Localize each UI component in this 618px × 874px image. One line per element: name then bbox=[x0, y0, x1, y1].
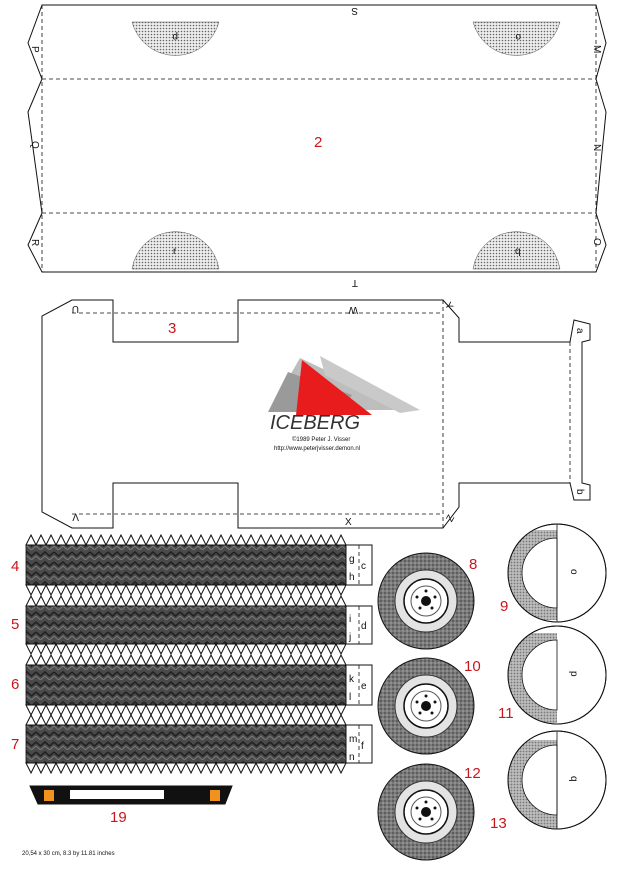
tab-label-e: e bbox=[361, 681, 367, 692]
label-b: b bbox=[574, 489, 585, 495]
disc-label-o: o bbox=[568, 569, 579, 575]
piece-number-8: 8 bbox=[469, 556, 477, 573]
tab-label-n: n bbox=[349, 752, 355, 763]
disc-label-q: q bbox=[568, 776, 579, 782]
label-a: a bbox=[574, 328, 585, 334]
logo-triangle-front bbox=[320, 356, 420, 413]
tab-label-f: f bbox=[361, 741, 364, 752]
disc-13: q 13 bbox=[490, 730, 607, 832]
label-O: O bbox=[591, 238, 602, 246]
label-M: M bbox=[591, 45, 602, 53]
label-N: N bbox=[591, 144, 602, 151]
wheel-12: 12 bbox=[377, 763, 481, 861]
tab-label-m: m bbox=[349, 734, 357, 745]
piece-number-10: 10 bbox=[464, 658, 481, 675]
logo-triangle-red bbox=[296, 360, 372, 415]
dome-label-p: p bbox=[172, 31, 178, 42]
iceberg-logo: ICEBERG ©1989 Peter J. Visser http://www… bbox=[268, 356, 420, 452]
piece-number-6: 6 bbox=[11, 676, 19, 693]
tab-label-l: l bbox=[349, 692, 351, 703]
tab-label-c: c bbox=[361, 561, 366, 572]
piece-number-5: 5 bbox=[11, 616, 19, 633]
tab-label-k: k bbox=[349, 674, 355, 685]
label-S: S bbox=[351, 5, 358, 16]
label-R: R bbox=[29, 239, 40, 246]
tread-strip-5: 5 i j d bbox=[11, 594, 373, 656]
wheel-8: 8 bbox=[377, 552, 477, 650]
label-Y: Y bbox=[442, 301, 455, 313]
label-Q: Q bbox=[29, 141, 40, 149]
disc-9: o 9 bbox=[500, 523, 607, 623]
piece-number-11: 11 bbox=[498, 705, 514, 722]
dome-q bbox=[472, 231, 561, 270]
tread-strip-6: 6 k l e bbox=[11, 653, 373, 717]
wheel-10: 10 bbox=[377, 657, 481, 755]
piece-number-7: 7 bbox=[11, 736, 19, 753]
disc-11: p 11 bbox=[498, 625, 607, 725]
piece-number-12: 12 bbox=[464, 765, 481, 782]
tab-label-h: h bbox=[349, 572, 355, 583]
tab-label-i: i bbox=[349, 614, 351, 625]
piece-2: 2 S T P Q R M N O p o r q bbox=[27, 4, 607, 288]
piece-number-2: 2 bbox=[314, 134, 322, 151]
piece-19: 19 bbox=[29, 785, 233, 826]
tab-label-g: g bbox=[349, 554, 355, 565]
piece-number-4: 4 bbox=[11, 558, 19, 575]
label-P: P bbox=[29, 46, 40, 53]
piece-number-3: 3 bbox=[168, 320, 176, 337]
dome-r bbox=[131, 231, 220, 270]
logo-url: http://www.peterjvisser.demon.nl bbox=[274, 446, 360, 452]
label-U: U bbox=[72, 303, 79, 314]
tread-strip-4: 4 g h c bbox=[11, 533, 373, 597]
footer-size-note: 20,54 x 30 cm, 8.3 by 11.81 inches bbox=[22, 851, 115, 857]
tab-label-d: d bbox=[361, 621, 367, 632]
piece-number-13: 13 bbox=[490, 815, 507, 832]
dome-p bbox=[131, 21, 220, 56]
piece-number-9: 9 bbox=[500, 598, 508, 615]
tread-strips: 4 g h c 5 i j d 6 k l e bbox=[11, 533, 373, 775]
dome-label-o: o bbox=[515, 31, 521, 42]
dome-label-r: r bbox=[173, 246, 177, 257]
piece-number-19: 19 bbox=[110, 809, 127, 826]
label-Z: Z bbox=[445, 513, 458, 524]
label-T: T bbox=[352, 277, 358, 288]
dome-o bbox=[472, 21, 561, 56]
label-X: X bbox=[345, 517, 352, 528]
logo-copyright: ©1989 Peter J. Visser bbox=[292, 436, 350, 443]
disc-label-p: p bbox=[568, 671, 579, 677]
label-V: V bbox=[72, 511, 79, 522]
dome-label-q: q bbox=[515, 246, 521, 257]
tab-label-j: j bbox=[348, 632, 351, 643]
tread-strip-7: 7 m n f bbox=[11, 713, 373, 775]
label-W: W bbox=[348, 304, 358, 315]
logo-wordmark: ICEBERG bbox=[270, 412, 360, 434]
